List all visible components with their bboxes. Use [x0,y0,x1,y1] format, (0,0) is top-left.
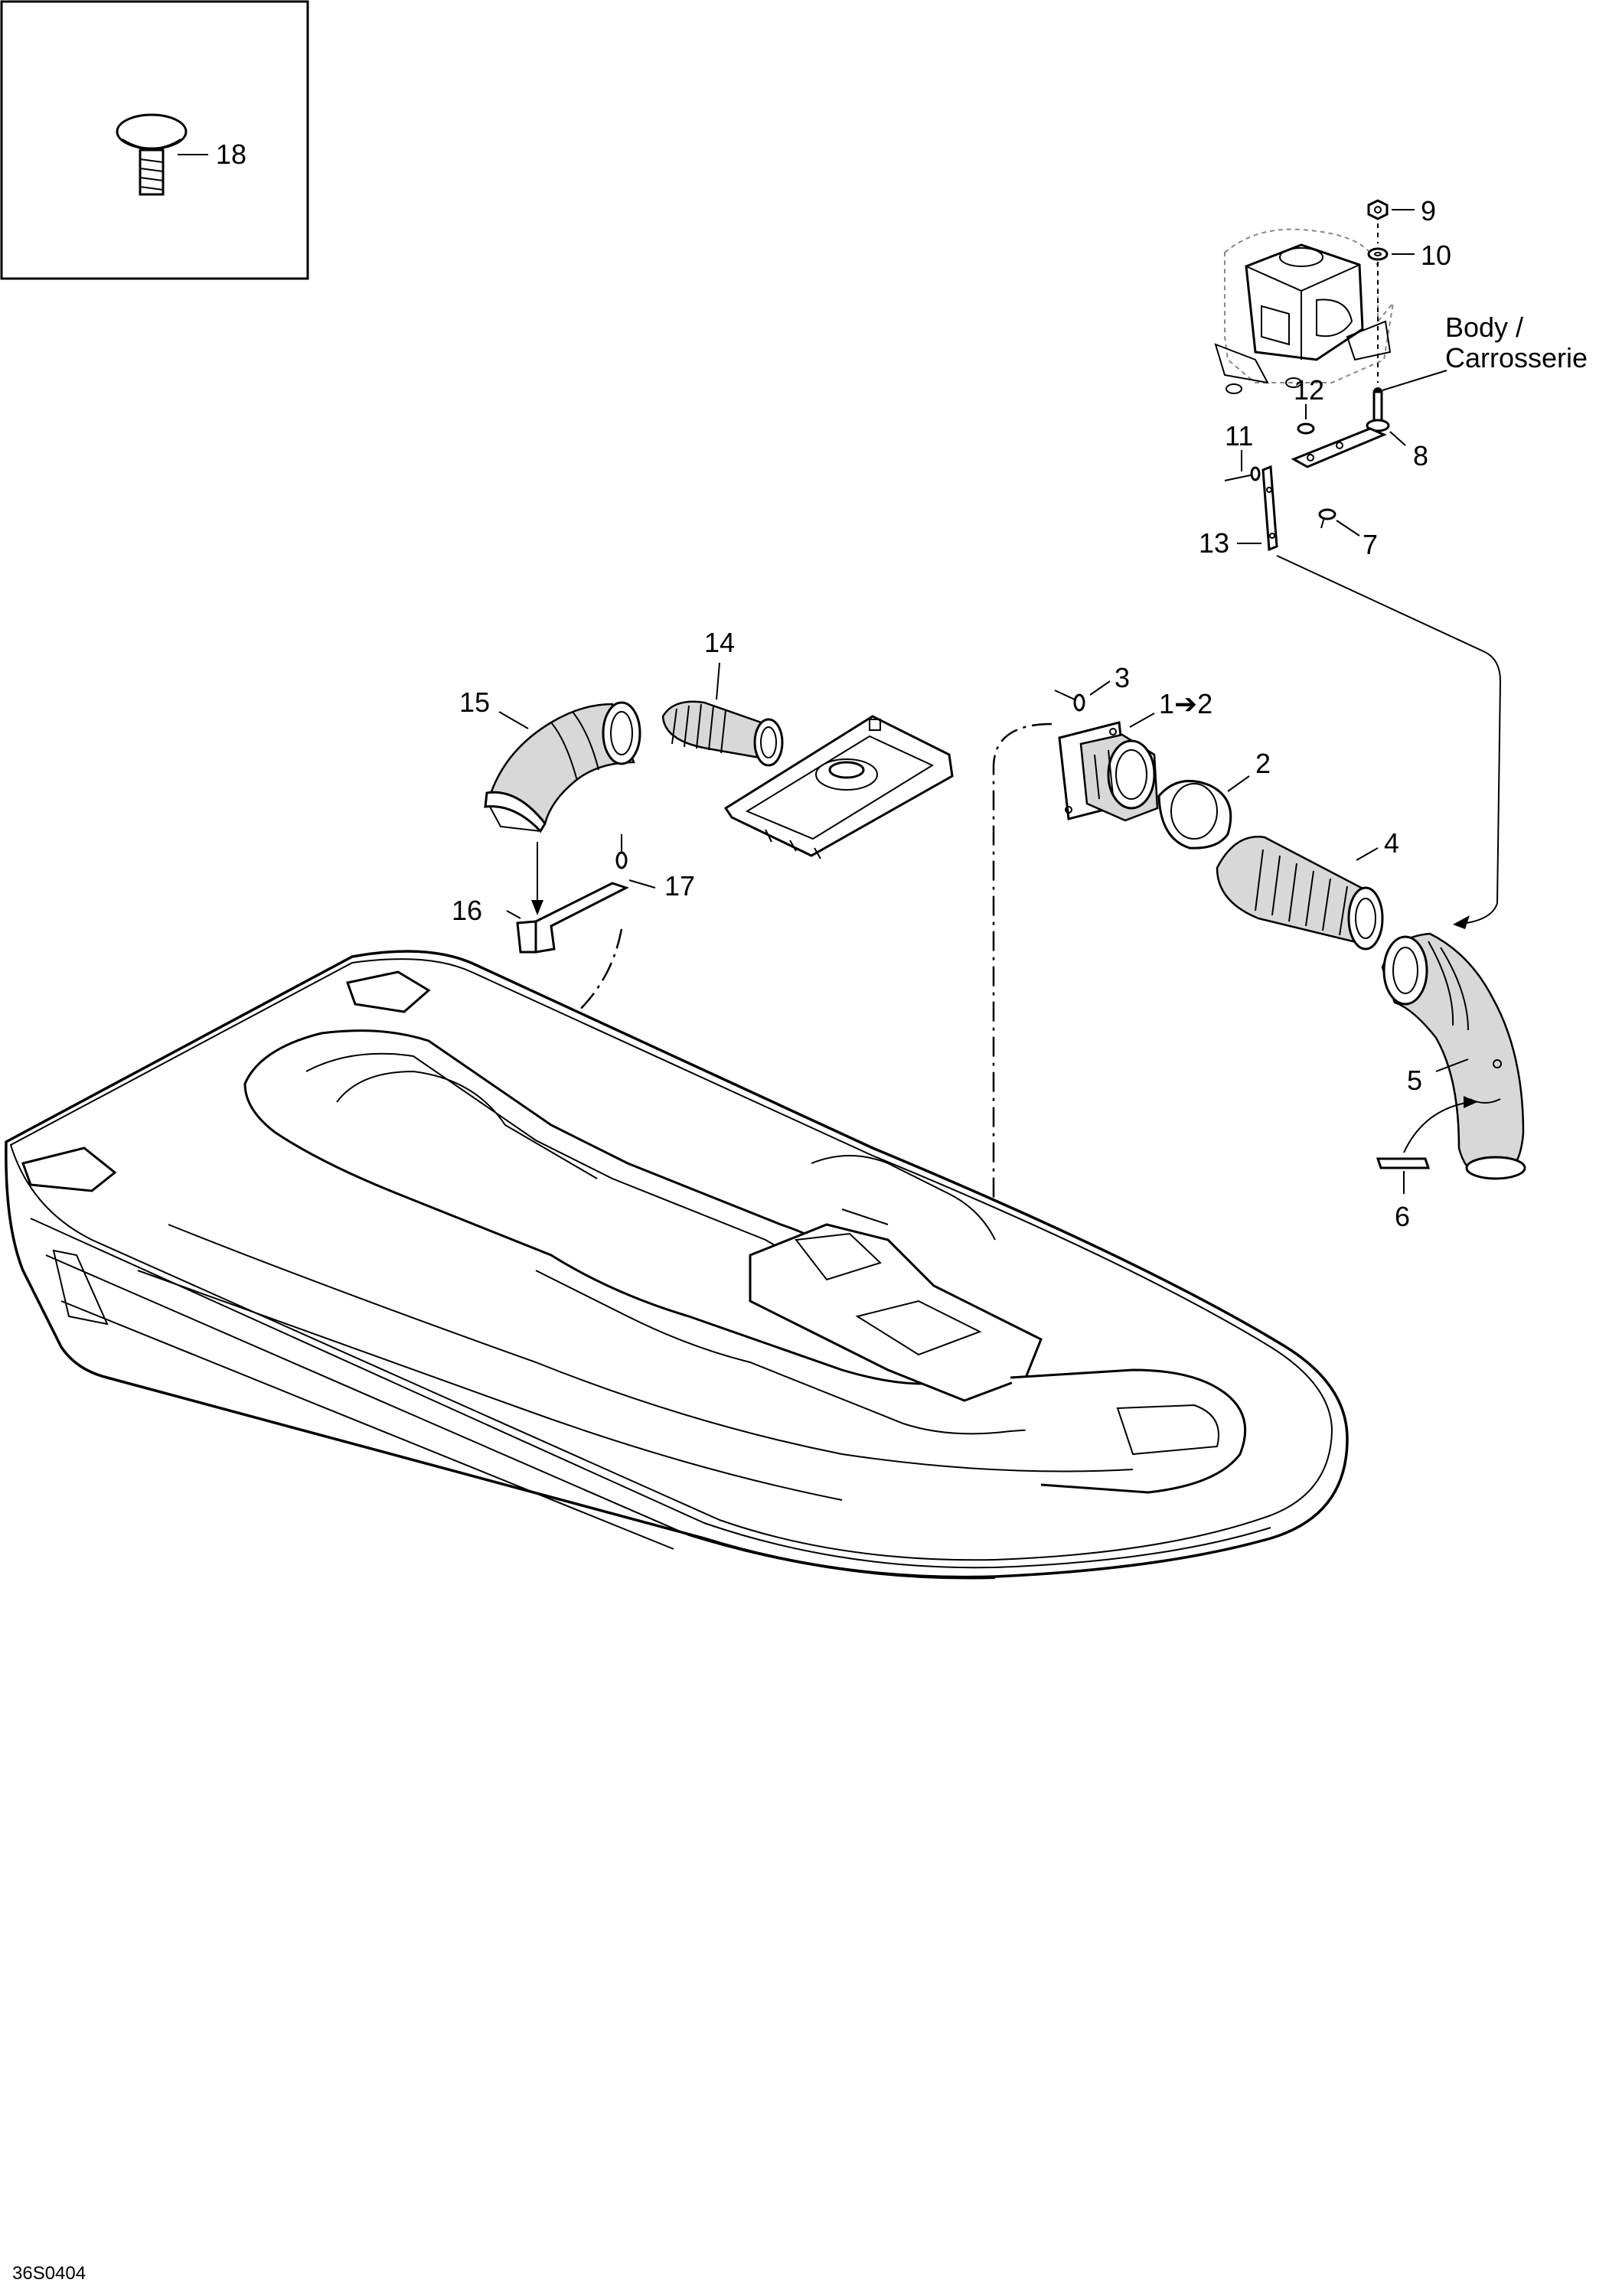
rivet-11-icon [1224,466,1261,481]
callout-7: 7 [1363,529,1378,560]
screw-7-icon [1318,508,1336,529]
callout-2: 2 [1255,748,1271,779]
callout-5: 5 [1407,1065,1422,1096]
callout-11: 11 [1225,420,1253,452]
bellows-4-icon [1216,836,1384,951]
callout-8: 8 [1413,440,1428,471]
callout-4: 4 [1384,827,1399,859]
screw-18-icon [116,113,188,196]
rivet-17-icon [615,834,628,869]
callout-13: 13 [1199,527,1229,559]
stud-8-icon [1366,390,1390,432]
diagram-code: 36S0404 [12,2263,86,2284]
elbow-hose-15-icon [484,701,641,833]
callout-10: 10 [1421,240,1451,271]
right-intake-group: 3 1➔2 2 4 [992,662,1526,1424]
bracket-16-icon [516,882,629,954]
left-intake-group: 14 15 [412,627,954,1195]
body-label-line2: Carrosserie [1445,342,1588,373]
callout-14: 14 [704,627,735,658]
intake-plate-icon [723,715,954,859]
inset-box: 18 [0,0,309,280]
callout-17: 17 [664,870,695,902]
callout-6: 6 [1395,1201,1410,1232]
callout-18: 18 [216,139,246,170]
washer-12-icon [1297,422,1315,435]
washer-10-icon [1367,247,1389,261]
screw-3-icon [1054,690,1085,712]
callout-1-2: 1➔2 [1159,688,1212,719]
elbow-duct-5-icon [1381,932,1526,1180]
intake-duct-1-icon [1058,721,1159,822]
body-bracket-assembly: 9 10 Body / Carrosserie 8 12 [1199,195,1588,929]
bracket-plate-icon [1291,427,1387,468]
callout-3: 3 [1115,662,1130,693]
callout-9: 9 [1421,195,1436,227]
clip-6-icon [1376,1157,1431,1169]
callout-15: 15 [459,687,490,718]
callout-16: 16 [452,895,482,926]
callout-12: 12 [1294,374,1324,406]
watercraft-hull [5,950,1349,1580]
gasket-2-icon [1157,779,1232,850]
body-reference-block [1214,228,1395,394]
body-label-line1: Body / [1445,311,1523,343]
bellows-hose-14-icon [661,700,784,767]
strap-13-icon [1261,465,1278,552]
nut-9-icon [1367,199,1389,220]
